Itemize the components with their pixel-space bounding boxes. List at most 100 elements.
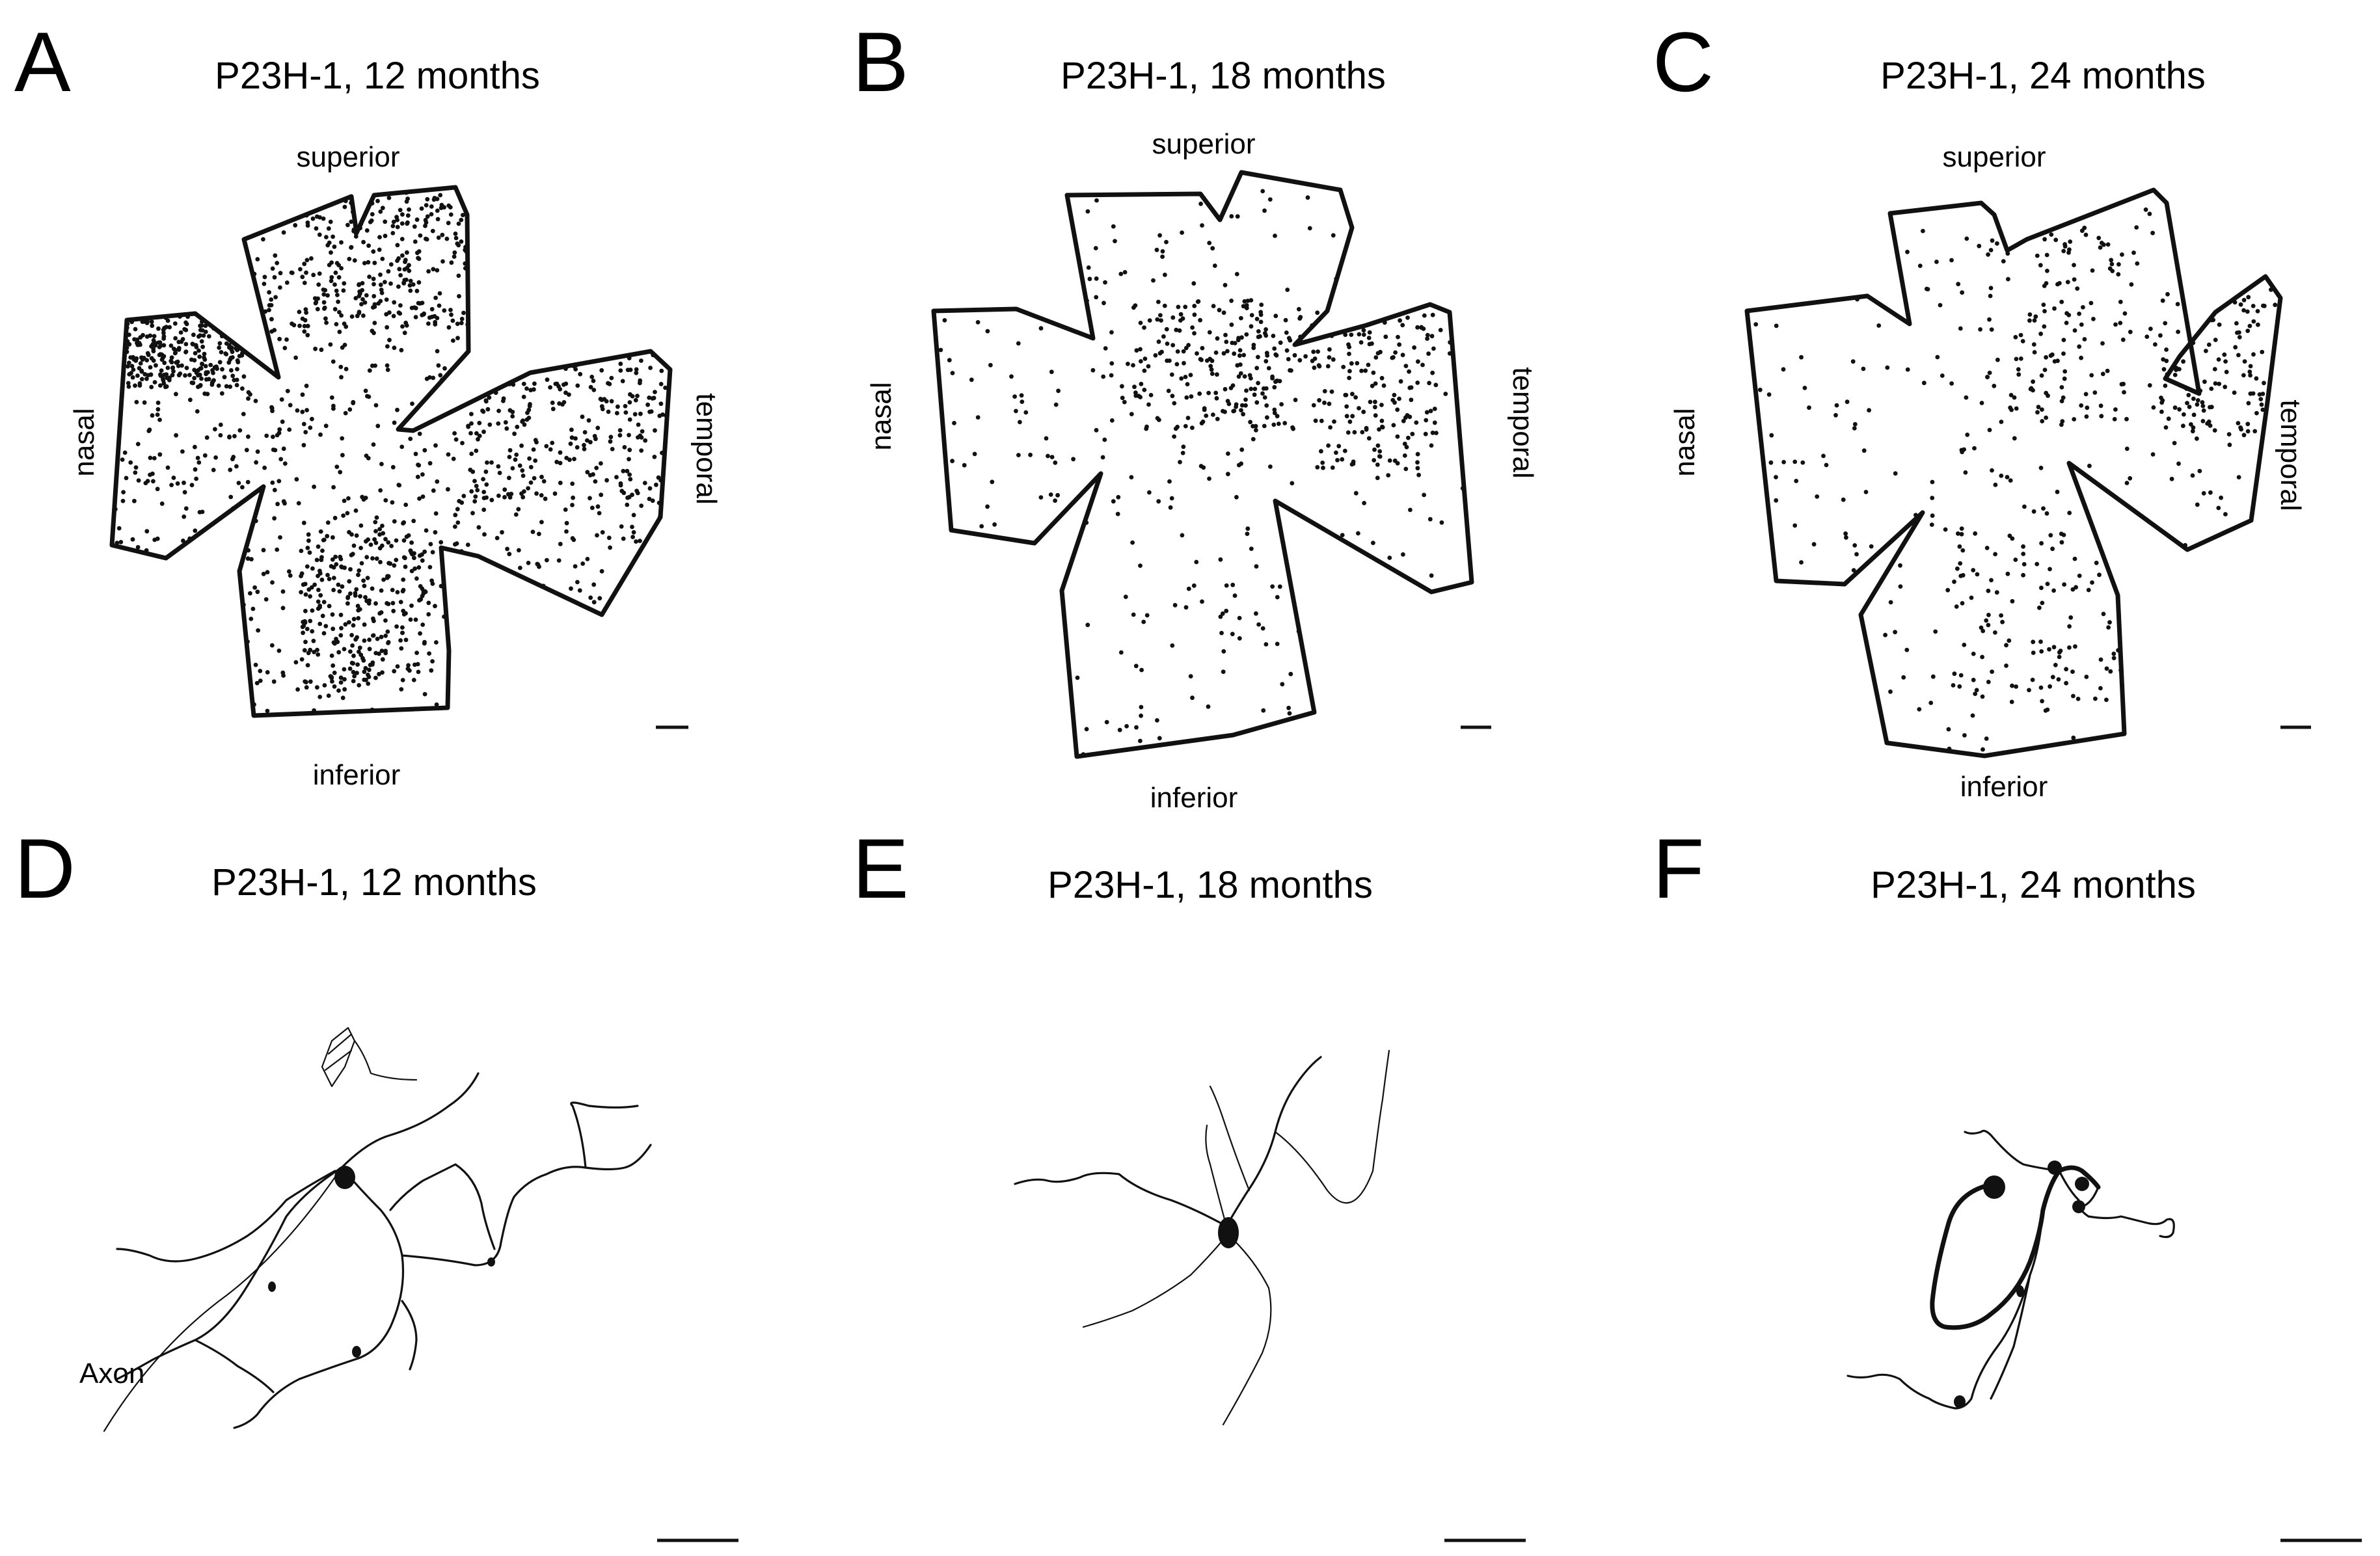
cell-dot <box>371 276 376 282</box>
cell-dot <box>2232 300 2238 305</box>
cell-dot <box>334 322 339 327</box>
cell-dot <box>2217 322 2222 327</box>
cell-dot <box>588 440 593 445</box>
cell-dot <box>136 478 141 483</box>
cell-dot <box>1120 384 1124 389</box>
cell-dot <box>417 496 422 501</box>
panel-title: P23H-1, 24 months <box>1880 55 2206 97</box>
cell-dot <box>329 250 333 255</box>
cell-dot <box>580 414 585 420</box>
cell-dot <box>316 282 321 287</box>
cell-dot <box>277 427 282 432</box>
cell-dot <box>386 574 391 579</box>
cell-dot <box>1270 584 1275 589</box>
cell-dot <box>1774 498 1779 503</box>
cell-dot <box>1893 471 1898 476</box>
cell-dot <box>2042 284 2047 288</box>
cell-dot <box>1285 288 1290 292</box>
cell-dot <box>2158 333 2163 338</box>
cell-dot <box>246 434 250 439</box>
cell-dot <box>1406 435 1411 440</box>
cell-dot <box>379 649 385 653</box>
cell-dot <box>2122 390 2126 395</box>
cell-dot <box>351 401 356 405</box>
cell-dot <box>638 411 643 416</box>
cell-dot <box>353 637 358 642</box>
cell-dot <box>1930 496 1935 500</box>
cell-dot <box>1228 386 1234 390</box>
cell-dot <box>1335 458 1340 463</box>
cell-dot <box>372 537 377 542</box>
cell-dot <box>2135 261 2140 266</box>
cell-dot <box>526 561 531 565</box>
cell-dot <box>2094 560 2099 565</box>
cell-dot <box>360 281 365 286</box>
cell-dot <box>938 347 943 353</box>
cell-dot <box>1260 626 1265 631</box>
cell-dot <box>975 415 980 420</box>
cell-dot <box>353 296 358 301</box>
cell-dot <box>163 384 168 390</box>
cell-dot <box>1277 584 1282 589</box>
cell-dot <box>1232 351 1237 356</box>
cell-dot <box>1855 297 1859 302</box>
cell-dot <box>1986 252 1991 257</box>
cell-dot <box>468 431 473 436</box>
cell-dot <box>2050 546 2055 552</box>
cell-dot <box>516 507 521 512</box>
cell-dot <box>1375 351 1381 356</box>
cell-dot <box>140 319 145 324</box>
cell-dot <box>2109 258 2114 263</box>
cell-dot <box>460 440 465 446</box>
cell-dot <box>358 226 362 230</box>
cell-dot <box>433 530 438 535</box>
cell-dot <box>1415 460 1420 465</box>
cell-dot <box>2004 664 2008 668</box>
panel-title: P23H-1, 12 months <box>215 55 540 97</box>
cell-dot <box>275 547 280 552</box>
cell-dot <box>2035 253 2040 258</box>
cell-dot <box>1151 278 1156 283</box>
cell-dot <box>339 375 344 380</box>
cell-dot <box>651 396 656 401</box>
cell-dot <box>2113 407 2118 412</box>
cell-dot <box>294 477 299 482</box>
cell-dot <box>571 495 575 500</box>
cell-dot <box>176 345 182 351</box>
cell-dot <box>985 504 990 509</box>
cell-dot <box>2120 252 2124 257</box>
cell-dot <box>1352 430 1357 435</box>
cell-dot <box>627 356 632 360</box>
cell-dot <box>1071 457 1075 462</box>
cell-dot <box>1984 546 1990 550</box>
cell-dot <box>258 669 263 673</box>
cell-dot <box>446 487 450 492</box>
cell-dot <box>126 360 131 366</box>
cell-dot <box>1347 369 1352 373</box>
cell-dot <box>1284 330 1289 335</box>
cell-dot <box>1370 341 1374 346</box>
cell-dot <box>1262 423 1267 429</box>
cell-dot <box>1315 310 1320 315</box>
cell-dot <box>2001 259 2006 263</box>
cell-dot <box>2217 381 2222 386</box>
cell-dot <box>2245 309 2250 314</box>
cell-dot <box>1182 360 1186 366</box>
cell-dot <box>1792 459 1798 464</box>
cell-dot <box>1094 427 1099 433</box>
cell-dot <box>421 591 426 596</box>
cell-dot <box>593 479 598 484</box>
cell-dot <box>161 330 166 336</box>
cell-dot <box>158 383 163 388</box>
cell-dot <box>1224 583 1229 588</box>
cell-dot <box>230 373 236 379</box>
cell-dot <box>332 282 337 287</box>
cell-dot <box>304 408 309 412</box>
cell-dot <box>1387 458 1392 463</box>
cell-dot <box>331 565 336 570</box>
cell-dot <box>1924 286 1929 291</box>
cell-dot <box>2181 359 2186 364</box>
cell-dots-b <box>938 189 1465 757</box>
cell-dot <box>321 600 327 604</box>
cell-dot <box>1286 705 1291 710</box>
